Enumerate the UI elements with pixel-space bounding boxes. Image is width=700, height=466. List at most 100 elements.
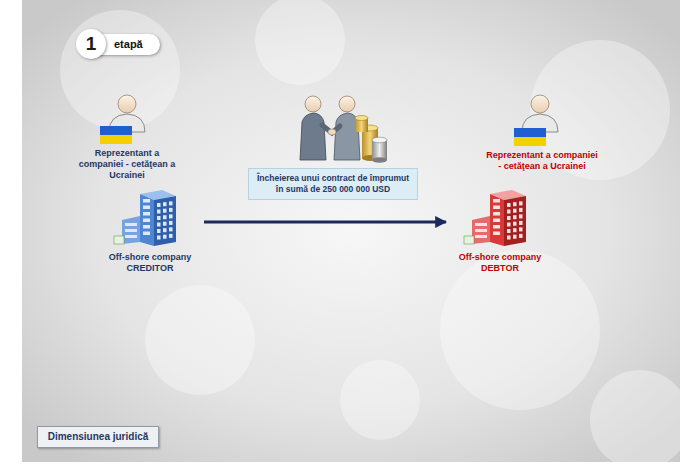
building-window <box>507 223 511 227</box>
building-window <box>507 216 511 220</box>
building-window <box>519 221 523 225</box>
building-window <box>507 203 511 207</box>
building-window <box>169 234 173 238</box>
building-window <box>125 235 137 238</box>
building-window <box>125 223 137 226</box>
node-text: Dimensiunea juridică <box>44 431 152 443</box>
building-window <box>169 201 173 205</box>
building-window <box>163 209 167 213</box>
building-window <box>475 235 487 238</box>
bokeh-circle <box>145 285 255 395</box>
building-window <box>475 229 487 232</box>
building-front <box>140 194 154 246</box>
building-side <box>154 196 176 246</box>
arrow-connector <box>204 221 446 224</box>
building-sign <box>114 236 124 244</box>
building-window <box>493 225 500 229</box>
building-window <box>513 202 517 206</box>
node-text: Off-shore company CREDITOR <box>100 252 200 274</box>
building-window <box>143 225 150 229</box>
building-window <box>169 227 173 231</box>
building-window <box>513 215 517 219</box>
building-window <box>519 214 523 218</box>
handshake-icon <box>300 96 360 160</box>
building-window <box>507 210 511 214</box>
building-window <box>493 219 500 223</box>
building-window <box>157 203 161 207</box>
building-window <box>507 236 511 240</box>
building-window <box>493 212 500 216</box>
person-icon <box>522 95 558 132</box>
person-suit <box>300 113 326 160</box>
building-window <box>169 208 173 212</box>
building-wing <box>472 216 490 244</box>
company-node: Off-shore company DEBTOR <box>450 186 550 274</box>
representative-label: Reprezentant a companiei - cetăţean a Uc… <box>486 150 598 172</box>
node-text: Încheierea unui contract de împrumut în … <box>254 173 412 194</box>
flag-yellow <box>514 137 546 146</box>
coin <box>372 157 387 163</box>
building-window <box>163 215 167 219</box>
bokeh-circle <box>255 0 345 85</box>
building-window <box>157 210 161 214</box>
building-window <box>143 219 150 223</box>
building-window <box>513 235 517 239</box>
ukraine-flag <box>514 128 546 146</box>
bokeh-circle <box>60 10 180 130</box>
building-window <box>169 221 173 225</box>
building-window <box>519 234 523 238</box>
building-window <box>157 223 161 227</box>
building-window <box>163 202 167 206</box>
step-number: 1 <box>76 29 106 59</box>
coin-stacks <box>355 116 387 163</box>
building-front <box>490 194 504 246</box>
building-window <box>157 216 161 220</box>
node-text: Off-shore company DEBTOR <box>450 252 550 274</box>
building-window <box>157 236 161 240</box>
person-head <box>305 96 321 112</box>
building-window <box>163 222 167 226</box>
building-window <box>493 232 500 236</box>
bokeh-circle <box>340 360 420 440</box>
building-sign <box>464 236 474 244</box>
person-head <box>531 95 549 113</box>
flag-blue <box>100 126 132 135</box>
building-window <box>143 232 150 236</box>
building-window <box>163 228 167 232</box>
building-window <box>143 206 150 210</box>
bokeh-circle <box>440 250 600 410</box>
building-icon <box>100 186 200 248</box>
bokeh-circle <box>590 370 690 466</box>
building-side <box>504 196 526 246</box>
building-icon <box>450 186 550 248</box>
coin <box>355 116 368 121</box>
caption-box: Dimensiunea juridică <box>37 426 159 448</box>
flag-blue <box>514 128 546 137</box>
company-node: Off-shore company CREDITOR <box>100 186 200 274</box>
building-window <box>493 206 500 210</box>
building-window <box>513 209 517 213</box>
building-window <box>143 212 150 216</box>
building-window <box>157 229 161 233</box>
contract-box: Încheierea unui contract de împrumut în … <box>248 168 418 200</box>
building-window <box>493 199 500 203</box>
representative-label: Reprezentant a companiei - cetăţean a Uc… <box>72 148 182 180</box>
flag-yellow <box>100 135 132 144</box>
hands <box>328 129 336 135</box>
building-window <box>519 208 523 212</box>
building-window <box>169 214 173 218</box>
building-wing <box>122 216 140 244</box>
building-window <box>513 228 517 232</box>
building-window <box>519 227 523 231</box>
building-window <box>507 229 511 233</box>
person-head <box>339 96 355 112</box>
slide-ground <box>22 0 680 462</box>
step-label: etapă <box>82 34 160 55</box>
building-window <box>513 222 517 226</box>
building-window <box>163 235 167 239</box>
coin <box>372 137 387 143</box>
step-badge: 1etapă <box>82 34 160 55</box>
